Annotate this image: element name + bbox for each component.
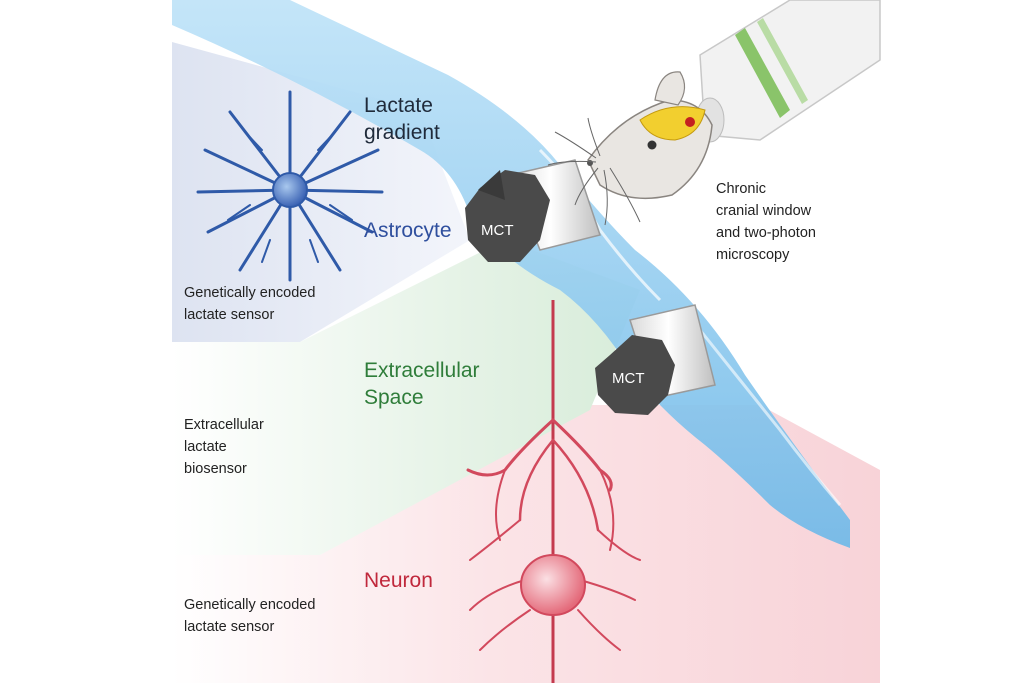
mct-lower-label: MCT (612, 370, 645, 387)
mct-upper-label: MCT (481, 222, 514, 239)
extracellular-biosensor-note: Extracellular lactate biosensor (184, 417, 264, 477)
extracellular-space-label: Extracellular Space (364, 359, 480, 409)
astrocyte-label: Astrocyte (364, 219, 452, 242)
lactate-gradient-channel (172, 0, 850, 548)
microscopy-note: Chronic cranial window and two-photon mi… (716, 181, 816, 263)
astrocyte-cell-icon (196, 90, 384, 282)
lactate-gradient-label: Lactate gradient (364, 94, 440, 144)
neuron-cell-icon (466, 418, 641, 651)
neuron-label: Neuron (364, 569, 433, 592)
neuron-sensor-note: Genetically encoded lactate sensor (184, 597, 316, 635)
microscope-objective-icon (695, 0, 881, 143)
astrocyte-sensor-note: Genetically encoded lactate sensor (184, 285, 316, 323)
neuron-region-panel (172, 405, 880, 683)
mct-transporter-upper-icon (465, 159, 601, 262)
mct-transporter-lower-icon (595, 304, 716, 415)
extracellular-region-panel (172, 240, 640, 555)
mouse-head-icon (547, 71, 713, 226)
